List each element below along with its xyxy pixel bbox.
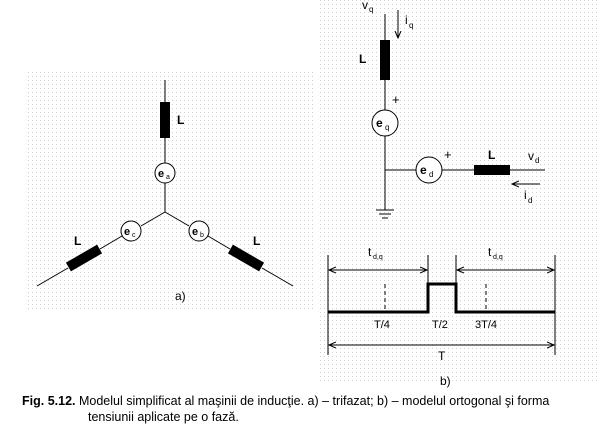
tick-t2: T/2 — [432, 319, 448, 331]
svg-text:v: v — [362, 0, 368, 12]
svg-text:e: e — [158, 168, 164, 180]
plus-q: + — [392, 92, 400, 107]
label-l-d: L — [488, 148, 495, 162]
label-t-right: t d,q — [488, 245, 503, 261]
svg-text:c: c — [132, 232, 136, 239]
source-ec: e c — [120, 220, 142, 242]
svg-text:a: a — [166, 174, 170, 181]
label-vd: v d — [528, 149, 539, 165]
label-vq: v q — [362, 0, 373, 14]
plus-d: + — [444, 147, 452, 162]
label-period: T — [438, 349, 446, 363]
svg-text:i: i — [524, 188, 527, 202]
wire-right-center — [164, 211, 190, 227]
tick-3t4: 3T/4 — [475, 319, 497, 331]
caption-line-2: tensiunii aplicate pe o fază. — [88, 410, 239, 424]
panel-label-a: a) — [175, 289, 186, 303]
svg-text:e: e — [192, 226, 198, 238]
inductor-right — [227, 244, 265, 272]
label-iq: i q — [405, 13, 413, 30]
caption-figure-number: Fig. 5.12. — [22, 394, 76, 408]
svg-text:q: q — [409, 21, 413, 30]
source-eb: e b — [188, 220, 210, 242]
caption-line-1: Modelul simplificat al maşinii de inducţ… — [75, 394, 550, 408]
tick-t4: T/4 — [374, 319, 390, 331]
label-l-right: L — [253, 234, 260, 248]
figure-b-circuit — [376, 10, 545, 219]
inductor-top — [160, 102, 170, 138]
panel-b-background — [318, 0, 600, 382]
wire-right-end — [261, 267, 294, 287]
svg-text:b: b — [200, 232, 204, 239]
label-l-q: L — [359, 52, 366, 66]
svg-text:e: e — [376, 116, 383, 130]
svg-text:t: t — [488, 245, 492, 259]
wire-left-mid — [99, 235, 123, 250]
svg-text:i: i — [405, 13, 408, 27]
svg-text:d: d — [429, 170, 433, 179]
svg-text:t: t — [368, 245, 372, 259]
svg-text:d: d — [535, 156, 539, 165]
wire-right-mid — [207, 235, 231, 250]
pulse-waveform — [328, 282, 555, 314]
figure-caption: Fig. 5.12. Modelul simplificat al maşini… — [22, 393, 602, 425]
label-t-left: t d,q — [368, 245, 383, 261]
wire-left-end — [36, 267, 69, 287]
source-ed: e d — [415, 156, 443, 184]
svg-text:e: e — [124, 226, 130, 238]
svg-text:d,q: d,q — [373, 254, 383, 261]
svg-text:e: e — [420, 163, 427, 177]
svg-text:q: q — [369, 5, 373, 14]
wire-left-center — [140, 211, 166, 227]
label-l-top: L — [177, 113, 184, 127]
waveform-dimensions — [327, 255, 556, 355]
svg-text:q: q — [385, 123, 389, 132]
inductor-d — [474, 165, 510, 175]
source-ea: e a — [154, 162, 176, 184]
panel-label-b: b) — [440, 374, 451, 388]
inductor-q — [380, 40, 390, 80]
label-l-left: L — [74, 234, 81, 248]
svg-text:d: d — [528, 196, 532, 205]
label-id: i d — [524, 188, 532, 205]
figure-a-star-circuit — [36, 80, 294, 287]
inductor-left — [65, 244, 103, 272]
svg-text:d,q: d,q — [493, 254, 503, 261]
svg-text:v: v — [528, 149, 534, 163]
source-eq: e q — [371, 109, 399, 137]
